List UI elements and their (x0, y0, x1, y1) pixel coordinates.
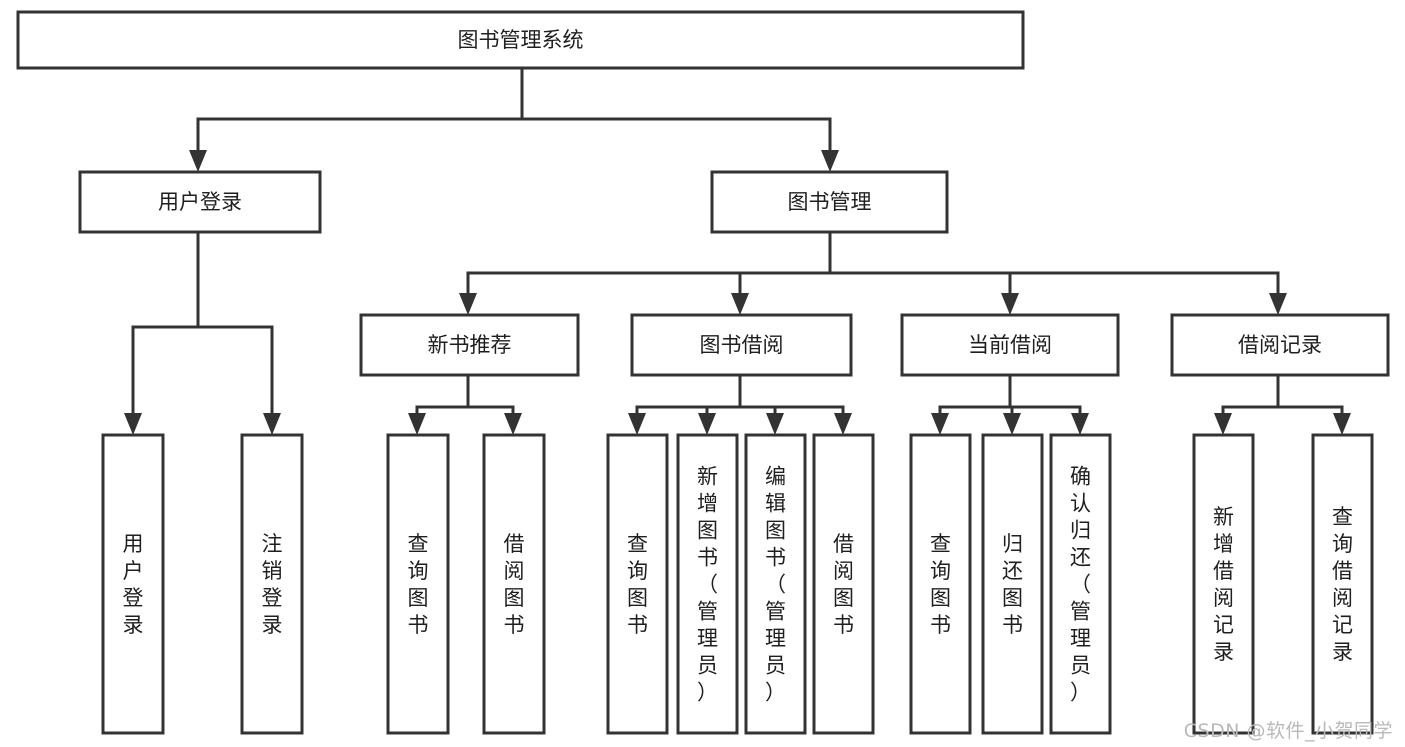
arrow-down-icon-book-borrow (731, 293, 749, 315)
node-label-borrow-record: 借阅记录 (1238, 333, 1322, 357)
node-borrow-record[interactable]: 借阅记录 (1170, 313, 1390, 377)
node-label-leaf-borrow-book: 借阅图书 (833, 532, 854, 637)
node-label-leaf-add-borrow-record: 新增借阅记录 (1213, 505, 1234, 664)
node-box-leaf-edit-book-admin (744, 433, 807, 735)
node-layer: 图书管理系统用户登录图书管理新书推荐图书借阅当前借阅借阅记录用户登录注销登录查询… (16, 10, 1390, 735)
arrow-down-icon-new-book-recommend (459, 293, 477, 315)
node-label-leaf-confirm-return-admin: 确认归还（管理员） (1070, 465, 1091, 705)
node-label-book-borrow: 图书借阅 (700, 333, 784, 357)
node-root[interactable]: 图书管理系统 (16, 10, 1025, 70)
node-leaf-query-book-borrow[interactable]: 查询图书 (606, 433, 669, 735)
connector-layer (124, 66, 1351, 435)
node-box-current-borrow (900, 313, 1120, 377)
node-leaf-borrow-book-rec[interactable]: 借阅图书 (482, 433, 546, 735)
node-box-leaf-add-book-admin (676, 433, 739, 735)
node-leaf-query-book-rec[interactable]: 查询图书 (386, 433, 450, 735)
arrow-down-icon-leaf-borrow-book (834, 413, 852, 435)
node-book-manage[interactable]: 图书管理 (710, 170, 949, 234)
node-label-root: 图书管理系统 (458, 28, 584, 52)
node-label-leaf-query-book-rec: 查询图书 (408, 532, 429, 637)
node-label-leaf-return-book: 归还图书 (1002, 532, 1023, 637)
node-leaf-confirm-return-admin[interactable]: 确认归还（管理员） (1049, 433, 1112, 735)
node-box-leaf-user-login (101, 433, 165, 735)
node-box-leaf-query-book-rec (386, 433, 450, 735)
node-label-new-book-recommend: 新书推荐 (428, 333, 512, 357)
node-box-book-borrow (630, 313, 853, 377)
node-box-leaf-borrow-book-rec (482, 433, 546, 735)
node-box-leaf-query-borrow-record (1311, 433, 1374, 735)
node-leaf-query-borrow-record[interactable]: 查询借阅记录 (1311, 433, 1374, 735)
node-label-current-borrow: 当前借阅 (968, 333, 1052, 357)
arrow-down-icon-current-borrow (1001, 293, 1019, 315)
node-box-leaf-logout (240, 433, 304, 735)
node-box-root (16, 10, 1025, 70)
node-box-leaf-borrow-book (812, 433, 875, 735)
node-box-leaf-return-book (981, 433, 1044, 735)
node-leaf-logout[interactable]: 注销登录 (240, 433, 304, 735)
node-label-leaf-edit-book-admin: 编辑图书（管理员） (765, 465, 786, 705)
arrow-down-icon-leaf-user-login (124, 413, 142, 435)
node-box-borrow-record (1170, 313, 1390, 377)
arrow-down-icon-user-login (189, 150, 207, 172)
node-box-book-manage (710, 170, 949, 234)
node-leaf-borrow-book[interactable]: 借阅图书 (812, 433, 875, 735)
arrow-down-icon-leaf-query-borrow-record (1333, 413, 1351, 435)
arrow-down-icon-leaf-borrow-book-rec (504, 413, 522, 435)
arrow-down-icon-leaf-edit-book-admin (766, 413, 784, 435)
node-label-leaf-query-borrow-record: 查询借阅记录 (1332, 505, 1353, 664)
node-leaf-edit-book-admin[interactable]: 编辑图书（管理员） (744, 433, 807, 735)
node-box-new-book-recommend (359, 313, 580, 377)
node-leaf-user-login[interactable]: 用户登录 (101, 433, 165, 735)
node-box-leaf-query-book-cur (909, 433, 972, 735)
node-label-leaf-add-book-admin: 新增图书（管理员） (697, 465, 718, 705)
arrow-down-icon-leaf-query-book-borrow (628, 413, 646, 435)
node-box-leaf-confirm-return-admin (1049, 433, 1112, 735)
node-leaf-query-book-cur[interactable]: 查询图书 (909, 433, 972, 735)
arrow-down-icon-book-manage (821, 150, 839, 172)
node-current-borrow[interactable]: 当前借阅 (900, 313, 1120, 377)
arrow-down-icon-leaf-add-borrow-record (1214, 413, 1232, 435)
node-label-book-manage: 图书管理 (788, 190, 872, 214)
node-label-leaf-logout: 注销登录 (262, 532, 283, 637)
node-user-login[interactable]: 用户登录 (78, 170, 322, 234)
arrow-down-icon-leaf-query-book-rec (408, 413, 426, 435)
arrow-down-icon-leaf-query-book-cur (931, 413, 949, 435)
node-leaf-add-book-admin[interactable]: 新增图书（管理员） (676, 433, 739, 735)
arrow-down-icon-leaf-add-book-admin (698, 413, 716, 435)
node-box-leaf-query-book-borrow (606, 433, 669, 735)
node-box-leaf-add-borrow-record (1192, 433, 1255, 735)
arrow-down-icon-leaf-confirm-return-admin (1071, 413, 1089, 435)
arrow-down-icon-borrow-record (1269, 293, 1287, 315)
node-label-leaf-query-book-borrow: 查询图书 (627, 532, 648, 637)
node-leaf-return-book[interactable]: 归还图书 (981, 433, 1044, 735)
node-leaf-add-borrow-record[interactable]: 新增借阅记录 (1192, 433, 1255, 735)
node-label-leaf-borrow-book-rec: 借阅图书 (504, 532, 525, 637)
node-label-leaf-query-book-cur: 查询图书 (930, 532, 951, 637)
node-label-leaf-user-login: 用户登录 (123, 532, 144, 637)
node-label-user-login: 用户登录 (158, 190, 242, 214)
csdn-watermark: CSDN @软件_小贺同学 (1183, 720, 1393, 742)
node-box-user-login (78, 170, 322, 234)
arrow-down-icon-leaf-logout (263, 413, 281, 435)
node-book-borrow[interactable]: 图书借阅 (630, 313, 853, 377)
node-new-book-recommend[interactable]: 新书推荐 (359, 313, 580, 377)
arrow-down-icon-leaf-return-book (1003, 413, 1021, 435)
